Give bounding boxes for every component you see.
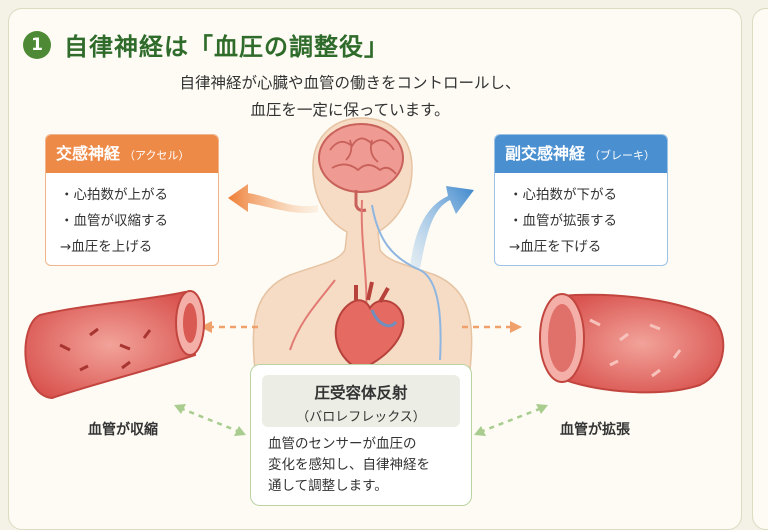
dashed-arrow-right <box>462 321 522 333</box>
sympathetic-arrow <box>228 184 318 214</box>
list-item: ・心拍数が上がる <box>60 187 168 203</box>
dashed-arrow-left <box>200 321 258 333</box>
parasympathetic-title: 副交感神経 <box>505 144 586 163</box>
vessel-line-left <box>289 279 336 351</box>
list-item: ・血管が拡張する <box>509 213 617 229</box>
heart-icon <box>334 281 405 372</box>
parasympathetic-list: ・心拍数が下がる ・血管が拡張する →血圧を下げる <box>509 182 667 260</box>
baroreflex-line-1: 血管のセンサーが血圧の <box>268 436 417 452</box>
sympathetic-list: ・心拍数が上がる ・血管が収縮する →血圧を上げる <box>60 182 218 260</box>
baroreflex-subtitle: （バロレフレックス） <box>296 410 426 425</box>
sympathetic-title: 交感神経 <box>56 144 121 163</box>
illustration <box>24 117 725 436</box>
constricted-vessel-label: 血管が収縮 <box>88 422 158 438</box>
section-number-badge: 1 <box>23 31 51 59</box>
feedback-arrow-right <box>474 404 548 436</box>
sympathetic-subtitle: （アクセル） <box>124 149 190 162</box>
parasympathetic-subtitle: （ブレーキ） <box>589 149 656 162</box>
parasympathetic-box: 副交感神経（ブレーキ） ・心拍数が下がる ・血管が拡張する →血圧を下げる <box>494 134 668 266</box>
list-item: →血圧を上げる <box>60 239 153 255</box>
intro-line-2: 血圧を一定に保っています。 <box>250 101 450 119</box>
page-title: 自律神経は「血圧の調整役」 <box>64 33 389 61</box>
nerve-line-blue <box>371 204 442 361</box>
baroreflex-line-3: 通して調整します。 <box>268 478 388 494</box>
baroreflex-header: 圧受容体反射 （バロレフレックス） <box>262 375 460 427</box>
dilated-vessel-label: 血管が拡張 <box>560 422 630 438</box>
brain-icon <box>318 123 404 212</box>
intro-line-1: 自律神経が心臓や血管の働きをコントロールし、 <box>179 74 521 92</box>
baroreflex-description: 血管のセンサーが血圧の 変化を感知し、自律神経を 通して調整します。 <box>268 434 464 497</box>
intro-text: 自律神経が心臓や血管の働きをコントロールし、 血圧を一定に保っています。 <box>150 70 550 124</box>
constricted-vessel <box>24 290 205 400</box>
list-item: ・血管が収縮する <box>60 213 168 229</box>
list-item: ・心拍数が下がる <box>509 187 617 203</box>
sympathetic-header: 交感神経（アクセル） <box>46 135 218 173</box>
sympathetic-box: 交感神経（アクセル） ・心拍数が上がる ・血管が収縮する →血圧を上げる <box>45 134 219 266</box>
parasympathetic-header: 副交感神経（ブレーキ） <box>495 135 667 173</box>
dilated-vessel <box>539 293 725 394</box>
list-item: →血圧を下げる <box>509 239 602 255</box>
baroreflex-title: 圧受容体反射 <box>314 384 408 402</box>
feedback-arrow-left <box>174 404 246 436</box>
baroreflex-line-2: 変化を感知し、自律神経を <box>268 457 430 473</box>
parasympathetic-arrow <box>410 186 474 268</box>
baroreflex-box: 圧受容体反射 （バロレフレックス） 血管のセンサーが血圧の 変化を感知し、自律神… <box>250 364 472 506</box>
